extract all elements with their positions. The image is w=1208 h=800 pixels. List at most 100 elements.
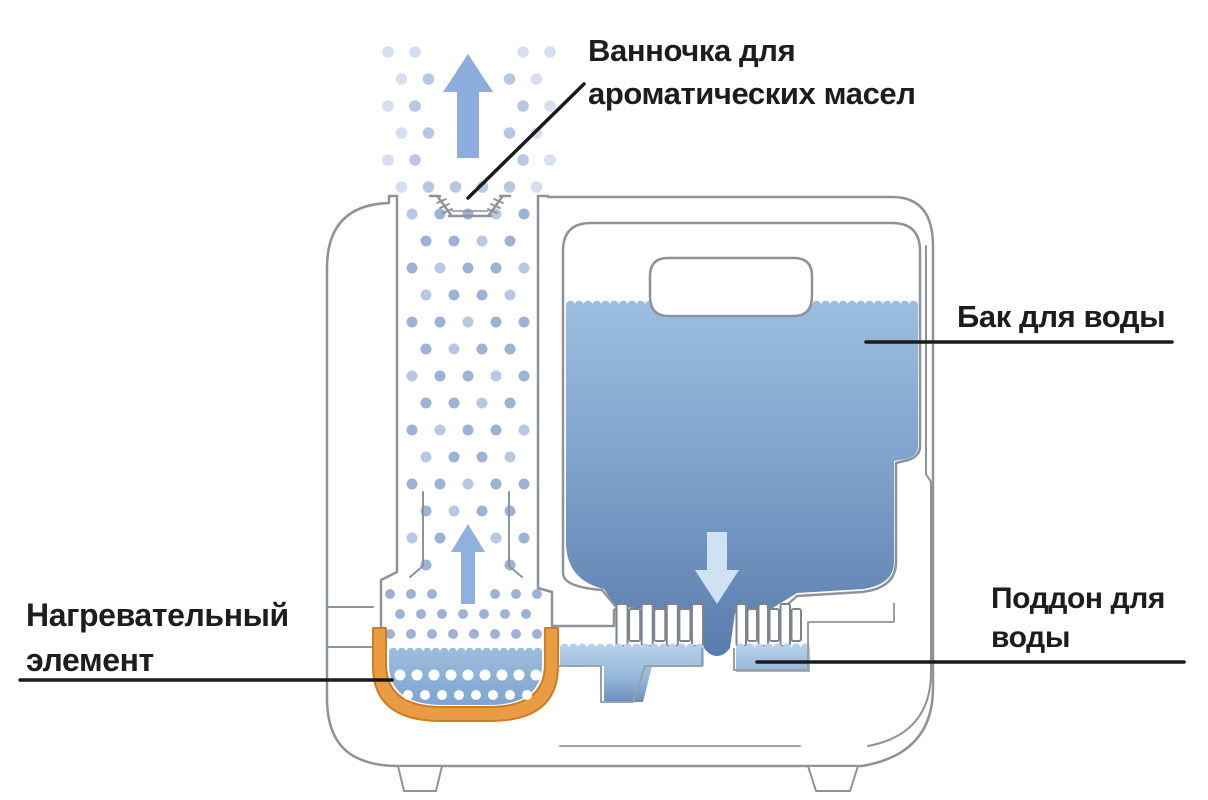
valve-thread-rib <box>790 608 802 642</box>
steam-dot <box>416 609 426 619</box>
steam-dot <box>490 262 502 274</box>
duct-neck-right <box>508 491 523 578</box>
steam-dot <box>420 289 432 301</box>
steam-dot <box>476 397 488 409</box>
bubble <box>420 690 430 700</box>
steam-dot <box>476 451 488 463</box>
body-inner-right-wall <box>867 245 932 747</box>
steam-dot <box>532 589 542 599</box>
steam-dot <box>406 629 416 639</box>
steam-dot <box>406 208 418 220</box>
steam-dot <box>420 397 432 409</box>
steam-dot <box>503 73 516 85</box>
steam-dot <box>476 181 489 193</box>
steam-dot <box>504 289 516 301</box>
steam-dot <box>427 589 437 599</box>
steam-dot <box>462 424 474 436</box>
aroma-oil-tray <box>428 194 512 218</box>
steam-dot <box>504 451 516 463</box>
pan-outline-left <box>558 648 703 703</box>
bubble <box>479 669 491 681</box>
label-water-tank: Бак для воды <box>957 299 1166 334</box>
bubble <box>437 690 447 700</box>
valve-thread-rib <box>615 603 629 647</box>
bubble <box>394 669 406 681</box>
steam-dot <box>409 100 421 112</box>
label-aroma-tray-line2: ароматических масел <box>588 76 916 111</box>
steam-dot <box>448 505 460 517</box>
bubble <box>530 669 542 681</box>
valve-thread-rib <box>757 603 769 647</box>
steam-dot <box>518 208 530 220</box>
left-foot <box>397 765 443 792</box>
pan-outline-right <box>733 603 895 671</box>
steam-mist-dots <box>382 46 556 639</box>
steam-dot <box>434 424 446 436</box>
pan-water-right <box>736 643 810 672</box>
water-down-arrow-icon <box>695 532 739 604</box>
steam-dot <box>503 127 516 139</box>
heating-element-band <box>372 627 559 722</box>
steam-dot <box>449 181 462 193</box>
steam-dot <box>518 478 530 490</box>
steam-dot <box>517 154 529 166</box>
steam-dot <box>517 100 529 112</box>
steam-dot <box>434 478 446 490</box>
duct-steam-arrow-icon <box>451 524 485 604</box>
steam-dot <box>406 589 416 599</box>
valve-thread-rib <box>653 608 667 642</box>
bubble <box>462 669 474 681</box>
steam-dot <box>434 532 446 544</box>
pan-water-left <box>560 643 704 702</box>
steam-dot <box>479 609 489 619</box>
body-top-right <box>536 194 935 690</box>
label-heating-element-line2: элемент <box>26 642 154 678</box>
steam-dot <box>530 73 543 85</box>
label-water-pan-line1: Поддон для <box>991 582 1165 615</box>
label-water-pan-line2: воды <box>991 621 1071 654</box>
tank-valve-threads <box>615 603 802 647</box>
steam-dot <box>476 235 488 247</box>
duct-left-wall <box>379 194 399 630</box>
steam-dot <box>518 262 530 274</box>
steam-dot <box>490 629 500 639</box>
steam-dot <box>420 451 432 463</box>
steam-dot <box>422 181 435 193</box>
duct-right-wall <box>536 194 620 628</box>
steam-dot <box>406 424 418 436</box>
mist-duct <box>379 194 620 630</box>
steam-dot <box>504 235 516 247</box>
steam-dot <box>385 589 395 599</box>
humidifier-body <box>325 194 935 792</box>
steam-dot <box>476 289 488 301</box>
steam-dot <box>382 46 394 58</box>
steam-dot <box>434 316 446 328</box>
steam-dot <box>462 316 474 328</box>
steam-dot <box>437 609 447 619</box>
steam-dot <box>420 343 432 355</box>
steam-dot <box>382 154 394 166</box>
steam-dot <box>422 127 435 139</box>
steam-dot <box>406 262 418 274</box>
bubble <box>445 669 457 681</box>
steam-dot <box>458 609 468 619</box>
steam-dot <box>544 100 556 112</box>
steam-dot <box>462 370 474 382</box>
bubble <box>471 690 481 700</box>
steam-dot <box>448 235 460 247</box>
steam-dot <box>518 370 530 382</box>
steam-dot <box>490 370 502 382</box>
steam-dot <box>448 289 460 301</box>
steam-dot <box>409 46 421 58</box>
duct-neck-left <box>409 491 424 578</box>
valve-thread-rib <box>779 603 791 647</box>
bubble <box>496 669 508 681</box>
bubble <box>454 690 464 700</box>
bubble <box>505 690 515 700</box>
steam-dot <box>504 343 516 355</box>
label-heating-element: Нагревательный элемент <box>26 593 289 683</box>
label-line-aroma-tray <box>466 82 586 200</box>
steam-dot <box>395 181 408 193</box>
tank-water <box>566 300 918 656</box>
